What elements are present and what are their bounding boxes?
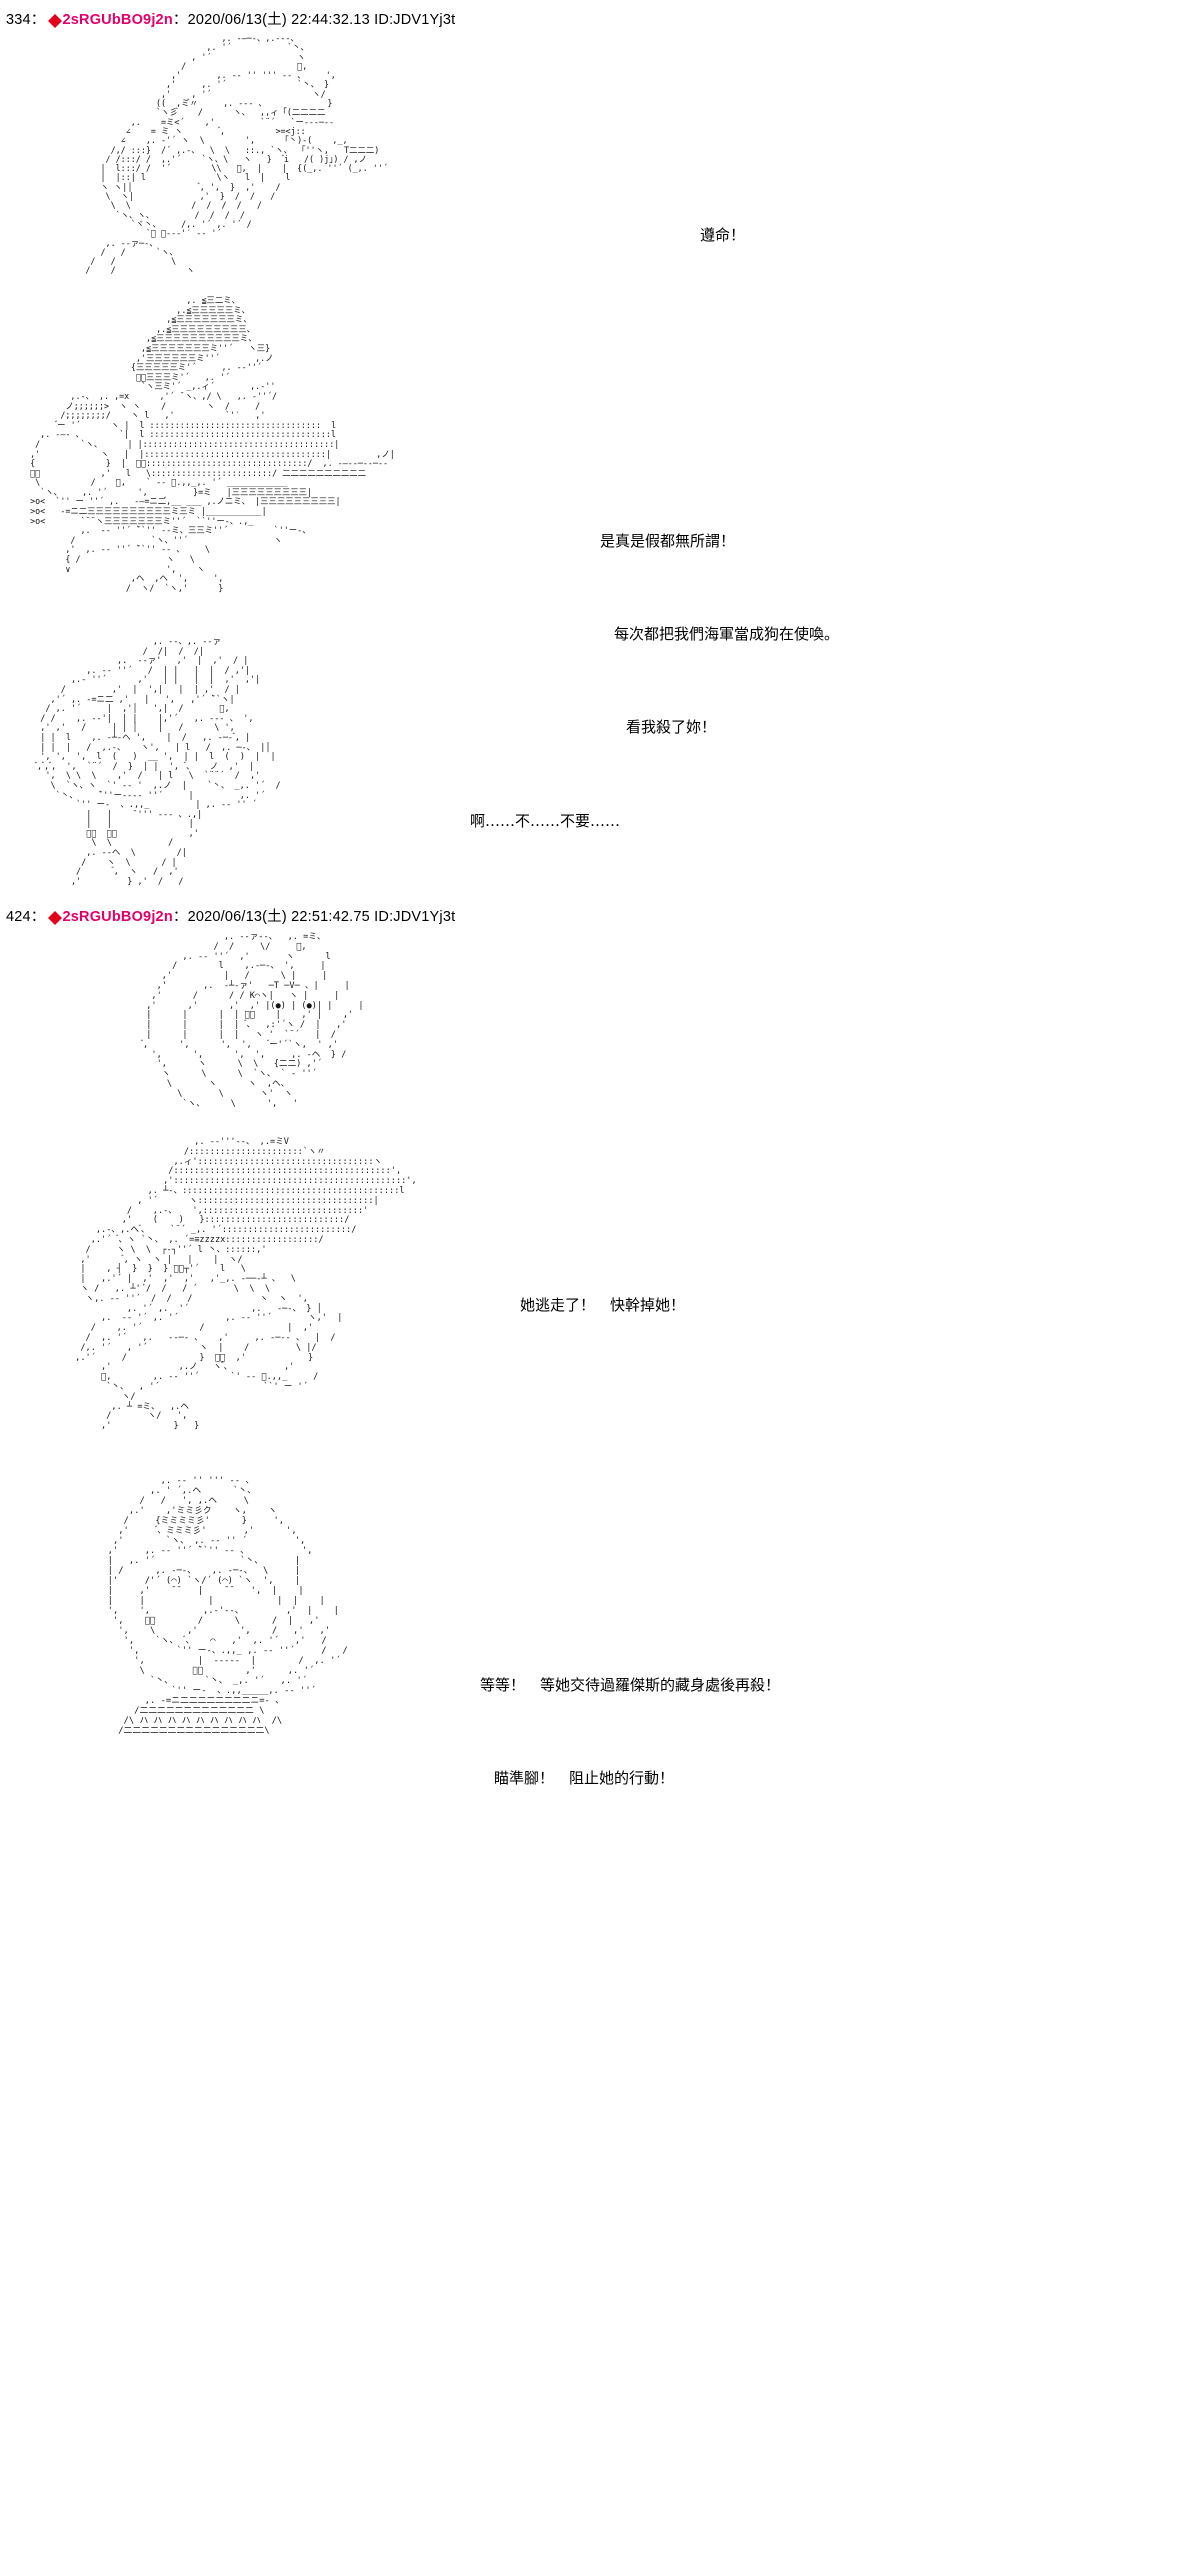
post-header-separator-1: ： (30, 12, 46, 28)
post-header-separator-2: ： (172, 909, 188, 925)
dialogue-commander-face: 等等！ 等她交待過羅傑斯的藏身處後再殺！ 瞄準腳！ 阻止她的行動！ (480, 1608, 780, 1856)
dialogue-soldier-firing: 她逃走了！ 快幹掉她！ (520, 1228, 685, 1383)
dialogue-officer-shooting: 是真是假都無所謂！ 每次都把我們海軍當成狗在使喚。 看我殺了妳！ (600, 464, 839, 805)
scene-officer-shooting: ,. ≦三二ミ、 ,.≦三三三三三ミ、 ,≦三三三三三三三ミ、 ,.≦三三三三三… (0, 284, 1200, 736)
tripcode-diamond-icon (47, 904, 62, 925)
dialogue-line: 瞄準腳！ 阻止她的行動！ (494, 1769, 675, 1787)
post-header-separator-2: ： (172, 12, 188, 28)
ascii-art-soldier-firing: ,. -‐'''‐-、 ,.=ミV /:::::::::::::::::::::… (75, 1137, 417, 1432)
ascii-art-officer-shooting: ,. ≦三二ミ、 ,.≦三三三三三ミ、 ,≦三三三三三三三ミ、 ,.≦三三三三三… (25, 295, 395, 593)
post-user-id[interactable]: ID:JDV1Yj3t (374, 12, 456, 28)
post-header: 424：2sRGUbBO9j2n：2020/06/13(土) 22:51:42.… (0, 897, 1200, 927)
dialogue-line: 她逃走了！ 快幹掉她！ (520, 1296, 686, 1314)
ascii-art-girl-screaming: ,. -‐、,. -‐ァ / /| / /| ,. -‐ァ' ,' | ,' /… (35, 637, 281, 887)
post-number: 334 (6, 12, 31, 28)
post-author-handle[interactable]: 2sRGUbBO9j2n (62, 12, 173, 28)
post-424: 424：2sRGUbBO9j2n：2020/06/13(土) 22:51:42.… (0, 897, 1200, 1787)
ascii-art-commander-face: ,. -‐ '' ''' ‐- 、 ,. ' ´,.ヘ `丶、 / / ', ,… (107, 1476, 348, 1736)
dialogue-girl-screaming: 啊……不……不要…… (470, 744, 620, 899)
scene-commander-face: ,. -‐ '' ''' ‐- 、 ,. ' ´,.ヘ `丶、 / / ', ,… (0, 1468, 1200, 1787)
post-user-id[interactable]: ID:JDV1Yj3t (374, 909, 456, 925)
ascii-art-face-closeup: ,. -‐ァ‐-、 ,. =ミ、 / / \/ ゙, ,. -‐ ''´ ,' … (141, 932, 364, 1109)
ascii-art-soldier-aiming: ,. -―─-、,.-‐-、 ,. '´ `丶、 , '´ ヽ / ゙, (85, 33, 388, 276)
post-number: 424 (6, 909, 31, 925)
dialogue-line: 看我殺了妳！ (626, 718, 717, 736)
post-header-separator-1: ： (30, 909, 46, 925)
scene-face-closeup: ,. -‐ァ‐-、 ,. =ミ、 / / \/ ゙, ,. -‐ ''´ ,' … (0, 927, 1200, 1128)
post-datetime: 2020/06/13(土) 22:44:32.13 (187, 12, 370, 28)
scene-soldier-aiming: ,. -―─-、,.-‐-、 ,. '´ `丶、 , '´ ヽ / ゙, (0, 30, 1200, 284)
post-334: 334：2sRGUbBO9j2n：2020/06/13(土) 22:44:32.… (0, 0, 1200, 893)
dialogue-line: 等等！ 等她交待過羅傑斯的藏身處後再殺！ (480, 1676, 781, 1694)
dialogue-line: 每次都把我們海軍當成狗在使喚。 (614, 625, 840, 643)
post-header: 334：2sRGUbBO9j2n：2020/06/13(土) 22:44:32.… (0, 0, 1200, 30)
dialogue-soldier-aiming: 遵命！ (700, 158, 745, 313)
dialogue-line: 啊……不……不要…… (470, 812, 621, 830)
scene-soldier-firing: ,. -‐'''‐-、 ,.=ミV /:::::::::::::::::::::… (0, 1128, 1200, 1468)
post-datetime: 2020/06/13(土) 22:51:42.75 (187, 909, 370, 925)
tripcode-diamond-icon (47, 7, 62, 28)
dialogue-line: 是真是假都無所謂！ (600, 532, 736, 550)
post-author-handle[interactable]: 2sRGUbBO9j2n (62, 909, 173, 925)
thread-page: 334：2sRGUbBO9j2n：2020/06/13(土) 22:44:32.… (0, 0, 1200, 1787)
dialogue-line: 遵命！ (700, 226, 746, 244)
scene-girl-screaming: ,. -‐、,. -‐ァ / /| / /| ,. -‐ァ' ,' | ,' /… (0, 626, 1200, 893)
